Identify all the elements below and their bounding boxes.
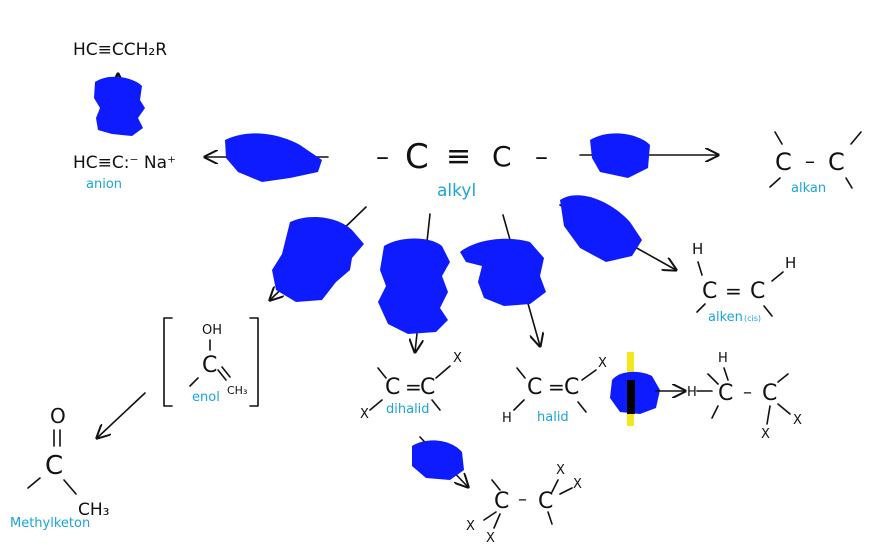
ketone-ch3: CH₃ <box>78 500 109 520</box>
arrow-to-methylketone <box>97 392 146 438</box>
alkyl-halide-c1: C <box>718 381 733 406</box>
halide-x: X <box>598 356 607 371</box>
anion-group: HC≡CCH₂R HC≡C:⁻ Na⁺ anion <box>73 40 176 192</box>
alkane-c-left: C <box>775 148 792 176</box>
tetrahalide-group: C – C X X X X <box>466 463 582 546</box>
enol-c: C <box>202 353 217 378</box>
alkene-h-right: H <box>785 254 796 272</box>
dihalide-group: X C = C X dihalid <box>360 351 462 422</box>
halide-label: halid <box>537 410 569 425</box>
alkylated-alkyne-formula: HC≡CCH₂R <box>73 40 167 60</box>
scribble-redaction <box>412 440 464 480</box>
alkane-c-right: C <box>828 148 845 176</box>
tetrahalide-x-b: X <box>573 477 582 492</box>
dihalide-double-bond: = <box>405 375 422 399</box>
dihalide-label: dihalid <box>386 402 430 417</box>
alkene-double-bond: = <box>725 279 742 303</box>
enol-group: OH C CH₃ enol <box>163 317 259 407</box>
halide-c-right: C <box>564 375 579 400</box>
alkene-c-right: C <box>750 279 765 304</box>
center-left-bond: – <box>376 142 389 172</box>
alkyl-halide-h-top: H <box>718 351 728 366</box>
methylketone-label: Methylketon <box>10 516 90 531</box>
scribble-redaction <box>460 238 546 306</box>
alkene-group: H H C = C alken (cis) <box>692 240 796 325</box>
tetrahalide-c1: C <box>494 489 509 514</box>
scribble-redaction <box>378 238 450 334</box>
center-triple-bond: ≡ <box>446 139 471 174</box>
alkene-c-left: C <box>702 279 717 304</box>
scribble-redaction <box>590 133 650 178</box>
scribble-redaction <box>225 133 322 182</box>
halide-group: X C = C H halid <box>502 356 607 426</box>
dihalide-c-left: C <box>385 375 400 400</box>
tetrahalide-bond: – <box>518 489 527 510</box>
dihalide-c-right: C <box>420 375 435 400</box>
alkyl-halide-x-bottom: X <box>761 427 770 442</box>
alkyl-halide-h-left: H <box>687 385 697 400</box>
dihalide-x-top: X <box>453 351 462 366</box>
bracket-left <box>163 317 173 407</box>
center-right-bond: – <box>535 142 548 172</box>
alkyl-label: alkyl <box>437 181 476 201</box>
scribble-redaction <box>94 76 145 136</box>
halide-h: H <box>502 411 512 426</box>
alkane-group: C – C alkan <box>769 131 862 196</box>
tetrahalide-c2: C <box>538 489 553 514</box>
alkyl-halide-group: H H C – C X X <box>687 351 802 442</box>
tetrahalide-x-d: X <box>486 531 495 546</box>
bracket-right <box>249 317 259 407</box>
scribble-redaction <box>560 195 642 262</box>
center-c1: C <box>405 137 429 177</box>
halide-c-left: C <box>527 375 542 400</box>
acetylide-anion-formula: HC≡C:⁻ Na⁺ <box>73 153 176 173</box>
alkyl-halide-bond: – <box>743 382 752 403</box>
tetrahalide-x-c: X <box>466 519 475 534</box>
alkane-bond: – <box>805 149 815 173</box>
center-c2: C <box>492 140 512 173</box>
alkene-label: alken <box>708 310 743 325</box>
enol-label: enol <box>192 390 220 405</box>
alkene-qualifier: (cis) <box>744 314 761 323</box>
alkyne-center: – C ≡ C – alkyl <box>376 137 548 201</box>
alkyl-halide-c2: C <box>762 381 777 406</box>
enol-oh: OH <box>202 323 222 338</box>
black-mark <box>627 380 635 414</box>
anion-label: anion <box>86 177 122 192</box>
alkane-label: alkan <box>791 181 826 196</box>
ketone-c: C <box>45 451 63 481</box>
scribble-redaction <box>272 216 364 302</box>
methylketone-group: O C CH₃ Methylketon <box>10 404 109 531</box>
alkyl-halide-x-right: X <box>793 413 802 428</box>
ketone-o: O <box>50 404 66 428</box>
alkene-h-left: H <box>692 240 703 258</box>
halide-double-bond: = <box>548 375 565 399</box>
dihalide-x-bottom: X <box>360 407 369 422</box>
tetrahalide-x-a: X <box>556 463 565 478</box>
enol-ch3: CH₃ <box>227 384 247 397</box>
